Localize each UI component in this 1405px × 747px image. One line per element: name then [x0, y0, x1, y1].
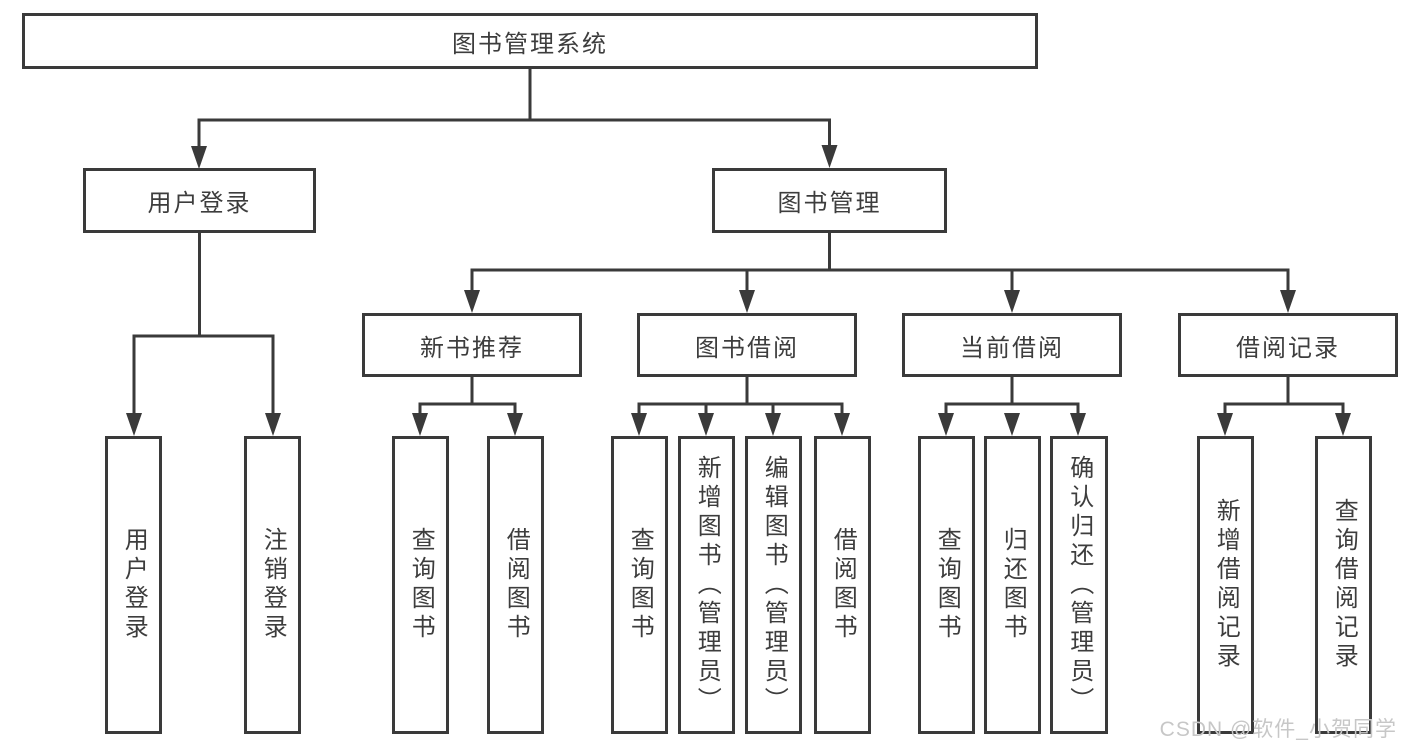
node-label: 图书借阅: [695, 334, 799, 362]
node-label: 新增借阅记录: [1212, 498, 1240, 672]
node-label: 查询图书: [933, 527, 961, 643]
leaf-borrowing-query-book: 查询图书: [611, 436, 668, 734]
node-label: 当前借阅: [960, 334, 1064, 362]
connector-segments: [132, 68, 1345, 414]
node-label: 新增图书（管理员）: [693, 454, 721, 716]
node-book-borrowing: 图书借阅: [637, 313, 857, 377]
node-label: 借阅图书: [502, 527, 530, 643]
leaf-records-add-record: 新增借阅记录: [1197, 436, 1254, 734]
node-label: 用户登录: [120, 527, 148, 643]
leaf-borrowing-edit-book-admin: 编辑图书（管理员）: [745, 436, 802, 734]
leaf-borrowing-add-book-admin: 新增图书（管理员）: [678, 436, 735, 734]
leaf-current-confirm-return-admin: 确认归还（管理员）: [1050, 436, 1108, 734]
node-new-book-recommend: 新书推荐: [362, 313, 582, 377]
leaf-recommend-borrow-book: 借阅图书: [487, 436, 544, 734]
node-label: 归还图书: [999, 527, 1027, 643]
node-label: 查询借阅记录: [1330, 498, 1358, 672]
node-current-borrowing: 当前借阅: [902, 313, 1122, 377]
node-borrowing-records: 借阅记录: [1178, 313, 1398, 377]
node-label: 图书管理: [777, 190, 882, 217]
leaf-user-login: 用户登录: [105, 436, 162, 734]
node-label: 查询图书: [626, 527, 654, 643]
leaf-recommend-query-book: 查询图书: [392, 436, 449, 734]
node-label: 编辑图书（管理员）: [760, 454, 788, 716]
leaf-current-return-book: 归还图书: [984, 436, 1041, 734]
leaf-logout: 注销登录: [244, 436, 301, 734]
node-label: 查询图书: [407, 527, 435, 643]
node-user-login: 用户登录: [83, 168, 316, 233]
leaf-records-query-record: 查询借阅记录: [1315, 436, 1372, 734]
watermark-text: CSDN @软件_小贺同学: [1159, 718, 1397, 741]
node-label: 确认归还（管理员）: [1065, 454, 1093, 716]
node-label: 注销登录: [259, 527, 287, 643]
node-label: 新书推荐: [420, 334, 524, 362]
node-library-system: 图书管理系统: [22, 13, 1038, 69]
leaf-borrowing-borrow-book: 借阅图书: [814, 436, 871, 734]
node-book-management: 图书管理: [712, 168, 947, 233]
leaf-current-query-book: 查询图书: [918, 436, 975, 734]
node-label: 图书管理系统: [452, 30, 608, 58]
node-label: 用户登录: [147, 190, 252, 217]
node-label: 借阅记录: [1236, 334, 1340, 362]
node-label: 借阅图书: [829, 527, 857, 643]
